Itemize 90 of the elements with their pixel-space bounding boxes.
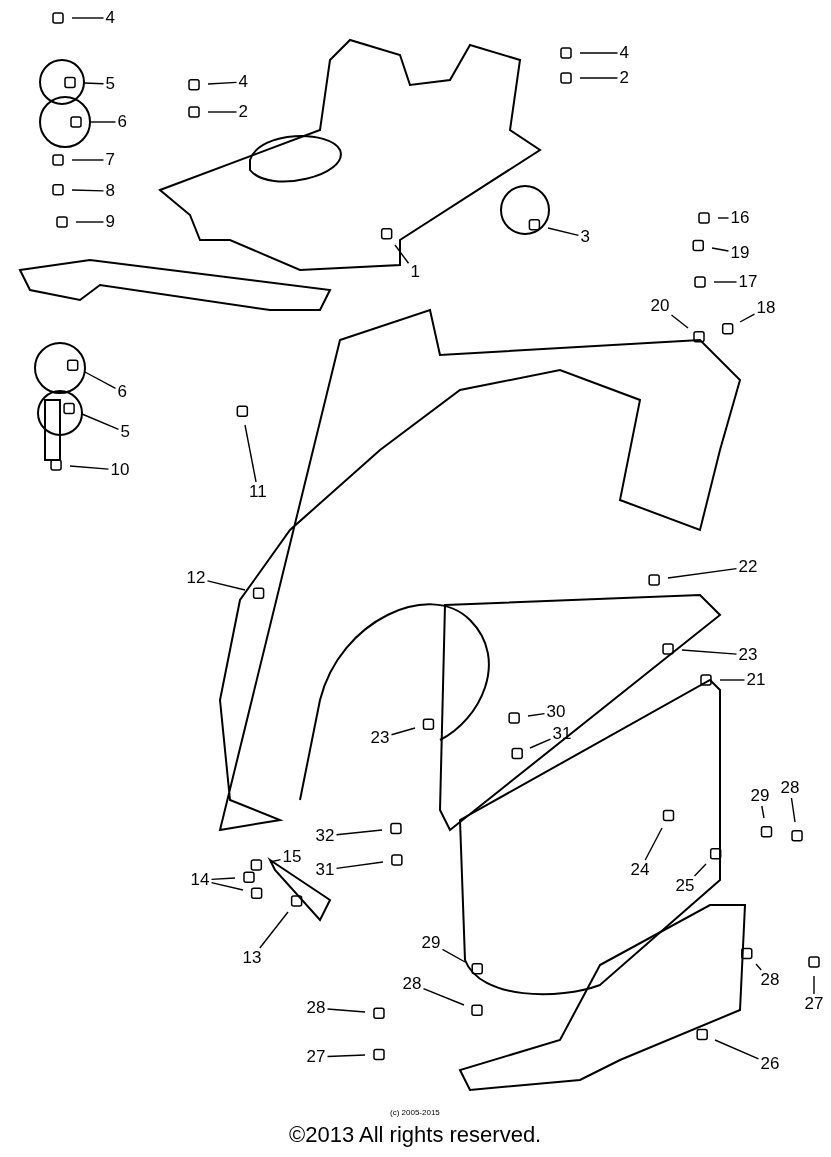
leader-line — [579, 52, 619, 54]
leader-line — [210, 877, 236, 881]
callout-number: 22 — [738, 557, 758, 577]
leader-line — [529, 738, 552, 749]
copyright-note: ©2013 All rights reserved. — [289, 1122, 542, 1148]
leader-line — [69, 465, 110, 470]
callout-number: 20 — [650, 296, 670, 316]
leader-line — [761, 805, 765, 819]
leader-line — [441, 948, 466, 963]
callout-number: 9 — [105, 212, 115, 232]
callout-number: 8 — [105, 181, 115, 201]
leader-line — [71, 159, 105, 161]
callout-number: 28 — [306, 998, 326, 1018]
leader-line — [681, 649, 738, 655]
callout-number: 27 — [804, 994, 824, 1014]
callout-number: 31 — [315, 860, 335, 880]
leader-line — [83, 82, 105, 85]
callout-number: 18 — [756, 298, 776, 318]
leader-line — [714, 1039, 760, 1060]
callout-number: 11 — [249, 482, 267, 502]
leader-line — [71, 189, 105, 192]
leader-line — [259, 911, 289, 949]
callout-number: 10 — [110, 460, 130, 480]
leader-line — [422, 987, 465, 1006]
leader-line — [693, 863, 707, 877]
leader-line — [84, 371, 117, 390]
callout-number: 26 — [760, 1054, 780, 1074]
leader-line — [326, 1008, 366, 1013]
leader-line — [547, 227, 580, 237]
leader-line — [670, 314, 689, 329]
callout-number: 6 — [117, 112, 127, 132]
leader-line — [89, 121, 117, 123]
leader-line — [667, 567, 738, 579]
callout-number: 2 — [619, 68, 629, 88]
leader-line — [719, 679, 746, 681]
leader-line — [71, 17, 105, 19]
callout-number: 14 — [190, 870, 210, 890]
leader-line — [326, 1054, 366, 1058]
callout-number: 24 — [630, 860, 650, 880]
callout-number: 13 — [242, 948, 262, 968]
callout-number: 4 — [238, 72, 248, 92]
leader-line — [210, 881, 244, 891]
callout-number: 23 — [738, 645, 758, 665]
leader-line — [75, 221, 105, 223]
leader-line — [335, 829, 383, 836]
callout-number: 17 — [738, 272, 758, 292]
small-copyright-note: (c) 2005-2015 — [390, 1108, 440, 1118]
callout-number: 6 — [117, 382, 127, 402]
leader-line — [206, 580, 246, 591]
leader-line — [755, 963, 762, 971]
leader-line — [713, 281, 738, 283]
leader-line — [739, 313, 756, 323]
leader-line — [394, 244, 410, 264]
callout-number: 3 — [580, 227, 590, 247]
callout-number: 27 — [306, 1047, 326, 1067]
leader-line — [390, 727, 416, 736]
callout-number: 4 — [619, 43, 629, 63]
callout-number: 29 — [750, 786, 770, 806]
callout-number: 5 — [105, 74, 115, 94]
leader-line — [269, 858, 282, 863]
callout-number: 29 — [421, 933, 441, 953]
leader-line — [527, 712, 546, 717]
callout-number: 23 — [370, 728, 390, 748]
callout-number: 19 — [730, 243, 750, 263]
callout-number: 28 — [402, 974, 422, 994]
leader-line — [717, 217, 730, 219]
callout-number: 4 — [105, 8, 115, 28]
callout-number: 28 — [760, 970, 780, 990]
callout-number: 12 — [186, 568, 206, 588]
callout-number: 21 — [746, 670, 766, 690]
leader-line — [335, 861, 384, 870]
leader-line — [244, 424, 257, 483]
callout-number: 15 — [282, 847, 302, 867]
leader-line — [207, 111, 238, 113]
leader-line — [813, 975, 815, 995]
callout-number: 28 — [780, 778, 800, 798]
callout-number: 1 — [410, 262, 420, 282]
callout-number: 7 — [105, 150, 115, 170]
callout-number: 25 — [675, 876, 695, 896]
leader-line — [644, 827, 663, 861]
callout-number: 5 — [120, 422, 130, 442]
leader-line — [81, 413, 120, 430]
leader-line — [711, 247, 730, 252]
leader-line — [790, 797, 796, 823]
leader-line — [207, 81, 238, 85]
callout-number: 30 — [546, 702, 566, 722]
leader-line — [579, 77, 619, 79]
callout-number: 2 — [238, 102, 248, 122]
callout-number: 32 — [315, 826, 335, 846]
callout-number: 16 — [730, 208, 750, 228]
